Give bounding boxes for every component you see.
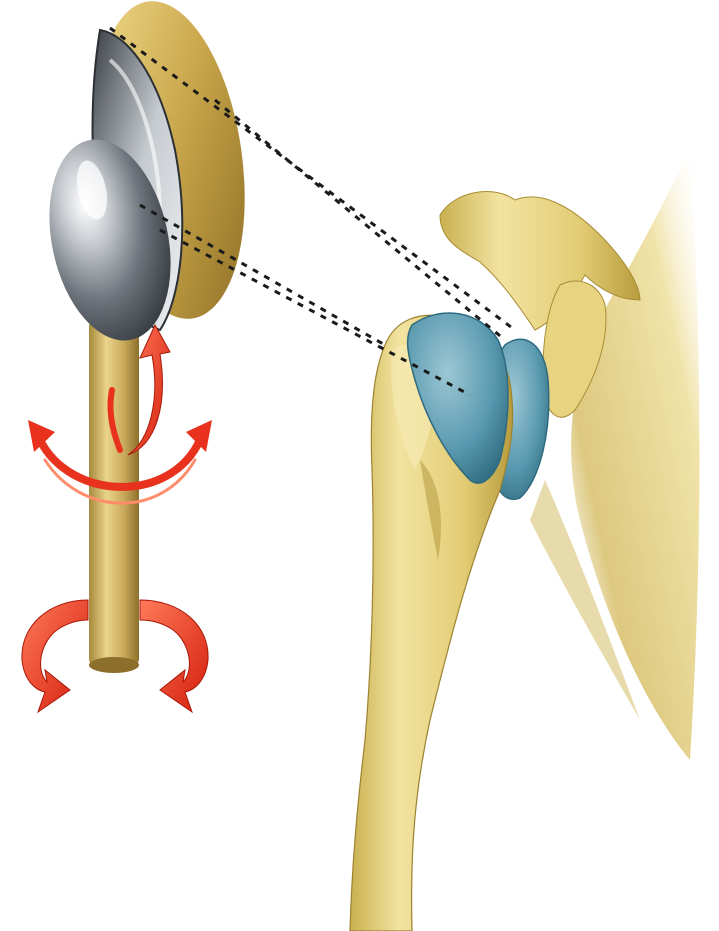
cylindrical-shaft-icon [89, 320, 139, 673]
